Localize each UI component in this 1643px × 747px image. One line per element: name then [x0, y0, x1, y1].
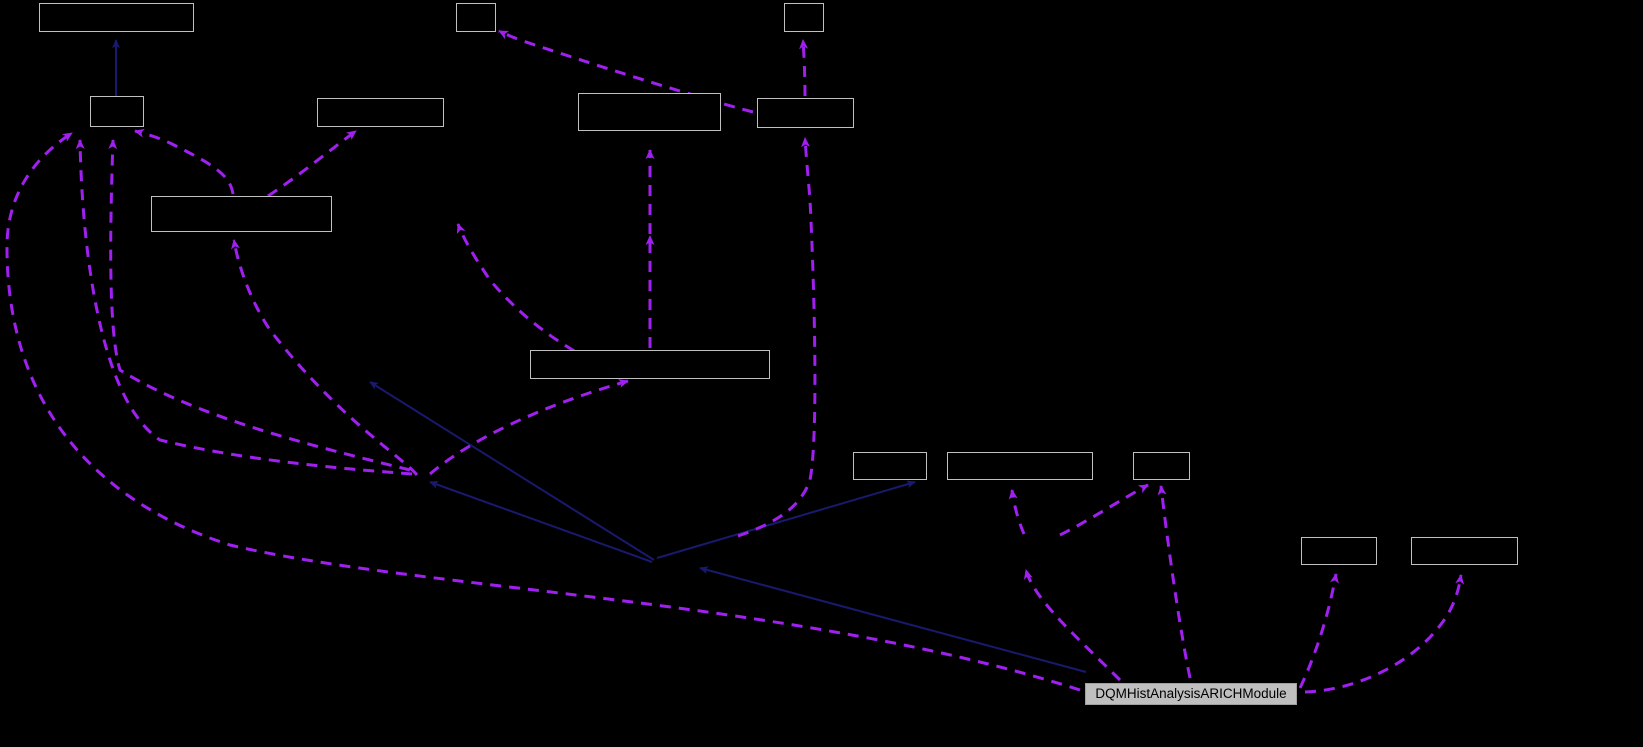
class-node-n03[interactable] [784, 3, 824, 32]
class-node-label: DQMHistAnalysisARICHModule [1095, 686, 1287, 702]
class-node-n14[interactable] [1411, 537, 1518, 565]
inheritance-edges [112, 39, 1087, 673]
class-node-dqmhistanalysisarichmodule[interactable]: DQMHistAnalysisARICHModule [1085, 683, 1297, 705]
class-node-n05[interactable] [317, 98, 444, 127]
class-node-n13[interactable] [1301, 537, 1377, 565]
class-node-n02[interactable] [456, 3, 496, 32]
class-node-n09[interactable] [530, 350, 770, 379]
class-node-n01[interactable] [39, 3, 194, 32]
edge-junction-j2 [656, 561, 657, 562]
class-node-n12[interactable] [1133, 452, 1190, 480]
class-node-n11[interactable] [947, 452, 1093, 480]
edge-junction-j1 [420, 477, 421, 478]
class-node-n10[interactable] [853, 452, 927, 480]
class-node-n08[interactable] [151, 196, 332, 232]
usage-edges [5, 29, 1465, 694]
class-node-n06[interactable] [578, 93, 721, 131]
class-node-n04[interactable] [90, 96, 144, 127]
class-node-n07[interactable] [757, 98, 854, 128]
